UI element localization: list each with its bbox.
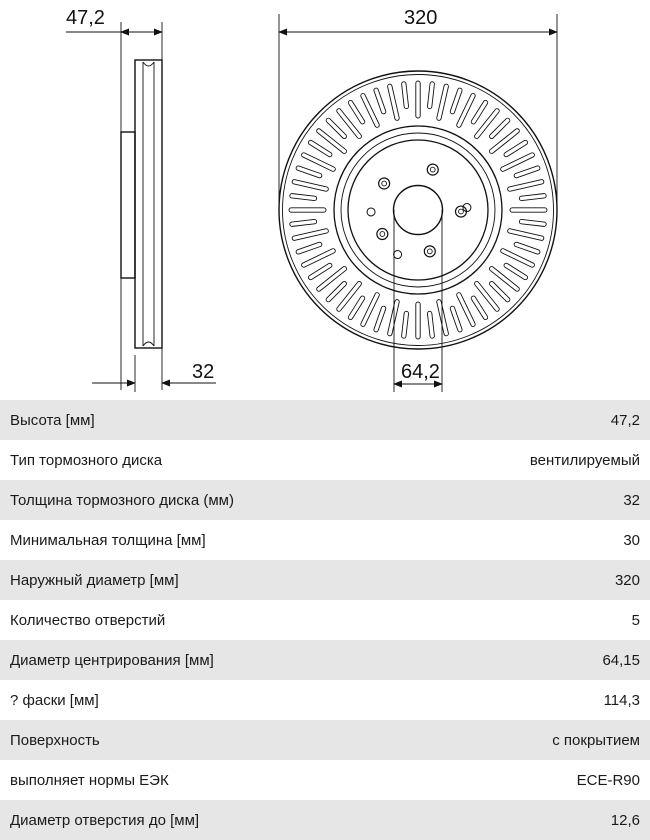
- spec-row: Тип тормозного диска вентилируемый: [0, 440, 650, 480]
- spec-row: Высота [мм] 47,2: [0, 400, 650, 440]
- spec-label: Толщина тормозного диска (мм): [10, 491, 234, 509]
- center-bore: [392, 184, 444, 236]
- spec-label: Поверхность: [10, 731, 100, 749]
- spec-value: вентилируемый: [529, 451, 640, 469]
- dimension-thickness: 32: [92, 361, 216, 387]
- spec-label: Тип тормозного диска: [10, 451, 163, 469]
- spec-value: 30: [623, 531, 640, 549]
- dimension-outer-diameter: 320: [278, 7, 558, 210]
- spec-value: 320: [614, 571, 640, 589]
- dimension-thickness-label: 32: [192, 361, 214, 383]
- spec-row: Наружный диаметр [мм] 320: [0, 560, 650, 600]
- disc-side-view: [120, 22, 163, 392]
- spec-label: Минимальная толщина [мм]: [10, 531, 206, 549]
- spec-row: Минимальная толщина [мм] 30: [0, 520, 650, 560]
- disc-front-view: [278, 70, 558, 350]
- spec-label: выполняет нормы ЕЭК: [10, 771, 169, 789]
- spec-row: Поверхность с покрытием: [0, 720, 650, 760]
- spec-value: 32: [623, 491, 640, 509]
- spec-row: Диаметр отверстия до [мм] 12,6: [0, 800, 650, 840]
- spec-label: Диаметр центрирования [мм]: [10, 651, 214, 669]
- spec-label: Высота [мм]: [10, 411, 95, 429]
- spec-value: 114,3: [603, 691, 640, 709]
- spec-row: Диаметр центрирования [мм] 64,15: [0, 640, 650, 680]
- bolt-holes: [366, 163, 472, 260]
- spec-row: Количество отверстий 5: [0, 600, 650, 640]
- brake-disc-technical-drawing: 47,2 32 320 64,2: [66, 7, 558, 392]
- spec-value: 64,15: [602, 651, 640, 669]
- spec-label: Наружный диаметр [мм]: [10, 571, 179, 589]
- dimension-outer-diameter-label: 320: [404, 7, 437, 29]
- vent-slots: [288, 80, 548, 340]
- dimension-height: 47,2: [66, 7, 163, 36]
- dimension-center-bore: 64,2: [393, 210, 443, 392]
- spec-row: Толщина тормозного диска (мм) 32: [0, 480, 650, 520]
- spec-value: с покрытием: [552, 731, 640, 749]
- spec-value: 47,2: [610, 411, 640, 429]
- dimension-height-label: 47,2: [66, 7, 105, 29]
- spec-value: 5: [631, 611, 640, 629]
- spec-label: Количество отверстий: [10, 611, 166, 629]
- spec-label: Диаметр отверстия до [мм]: [10, 811, 200, 829]
- dimension-center-bore-label: 64,2: [401, 361, 440, 383]
- spec-value: 12,6: [610, 811, 640, 829]
- spec-label: ? фаски [мм]: [10, 691, 99, 709]
- spec-value: ECE-R90: [576, 771, 640, 789]
- spec-row: ? фаски [мм] 114,3: [0, 680, 650, 720]
- spec-row: выполняет нормы ЕЭК ECE-R90: [0, 760, 650, 800]
